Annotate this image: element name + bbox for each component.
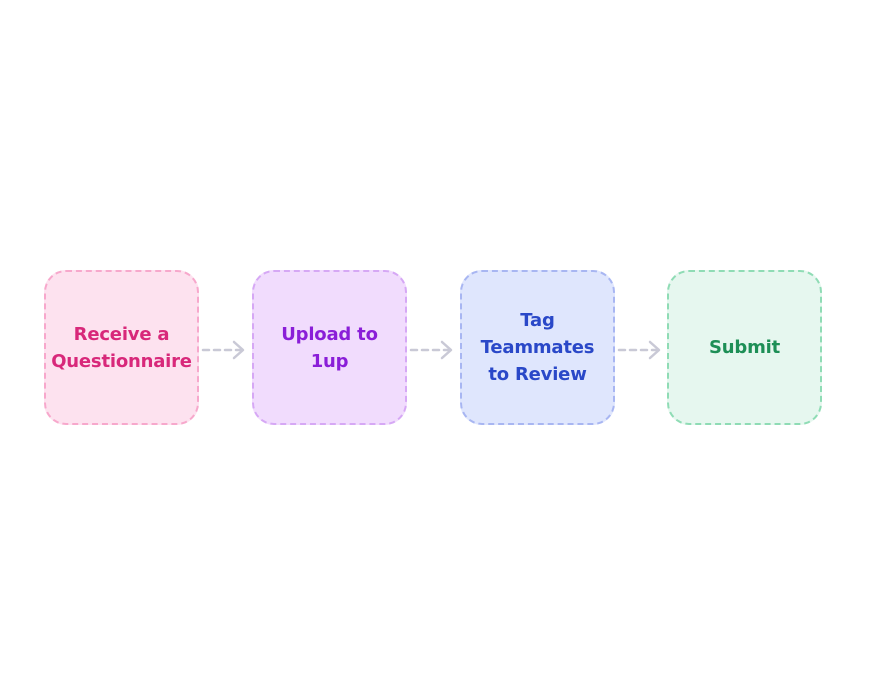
step-label: Receive a Questionnaire — [51, 323, 192, 372]
step-submit: Submit — [667, 270, 822, 425]
step-upload-to-1up: Upload to 1up — [252, 270, 407, 425]
step-label: Tag Teammates to Review — [480, 310, 595, 385]
dashed-arrow-right-icon — [617, 340, 661, 360]
dashed-arrow-right-icon — [201, 340, 245, 360]
step-label: Submit — [709, 337, 780, 358]
step-label: Upload to 1up — [281, 323, 378, 372]
step-tag-teammates: Tag Teammates to Review — [460, 270, 615, 425]
step-receive-questionnaire: Receive a Questionnaire — [44, 270, 199, 425]
dashed-arrow-right-icon — [409, 340, 453, 360]
